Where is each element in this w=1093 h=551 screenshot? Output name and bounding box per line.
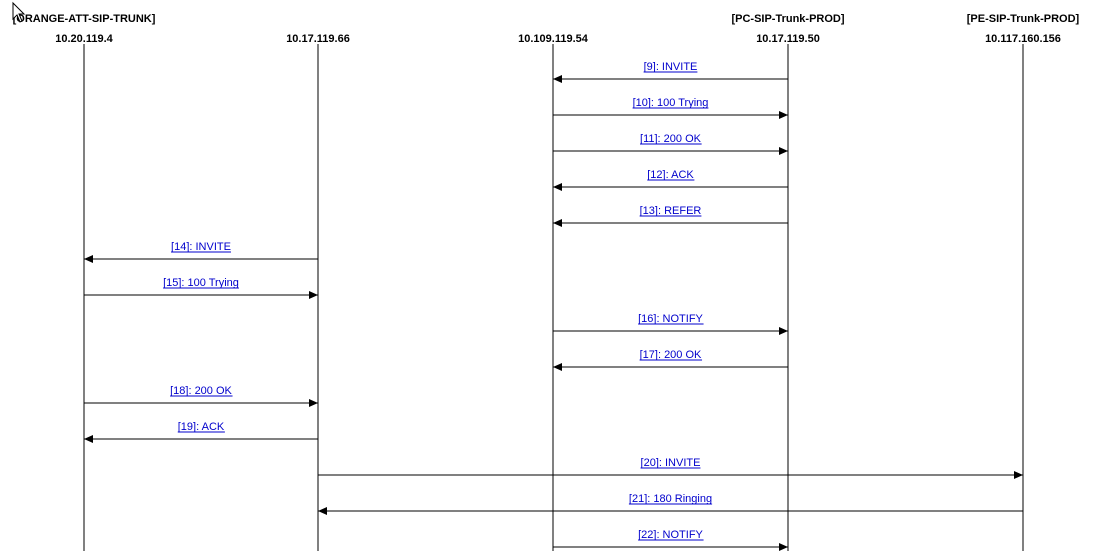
arrowhead-icon <box>553 183 562 191</box>
arrowhead-icon <box>553 219 562 227</box>
message-label-link[interactable]: [18]: 200 OK <box>170 385 232 397</box>
mouse-pointer-icon <box>12 1 26 23</box>
message-arrow: [15]: 100 Trying <box>84 277 318 299</box>
entity-ip: 10.20.119.4 <box>55 33 113 45</box>
entity-ip: 10.17.119.66 <box>286 33 350 45</box>
message-arrow: [22]: NOTIFY <box>553 529 788 551</box>
message-arrow: [21]: 180 Ringing <box>318 493 1023 515</box>
message-label-link[interactable]: [22]: NOTIFY <box>638 529 703 541</box>
arrowhead-icon <box>779 327 788 335</box>
message-arrow: [11]: 200 OK <box>553 133 788 155</box>
arrowhead-icon <box>553 363 562 371</box>
message-label-link[interactable]: [11]: 200 OK <box>640 133 702 145</box>
entity-ip: 10.117.160.156 <box>985 33 1061 45</box>
message-arrow: [17]: 200 OK <box>553 349 788 371</box>
message-arrow: [14]: INVITE <box>84 241 318 263</box>
arrowhead-icon <box>779 111 788 119</box>
arrowhead-icon <box>1014 471 1023 479</box>
message-label-link[interactable]: [21]: 180 Ringing <box>629 493 712 505</box>
message-arrow: [9]: INVITE <box>553 61 788 83</box>
arrowhead-icon <box>779 543 788 551</box>
message-label-link[interactable]: [12]: ACK <box>647 169 694 181</box>
arrowhead-icon <box>318 507 327 515</box>
message-label-link[interactable]: [19]: ACK <box>178 421 225 433</box>
message-arrow: [18]: 200 OK <box>84 385 318 407</box>
message-label-link[interactable]: [16]: NOTIFY <box>638 313 703 325</box>
message-label-link[interactable]: [9]: INVITE <box>644 61 698 73</box>
message-label-link[interactable]: [14]: INVITE <box>171 241 231 253</box>
arrowhead-icon <box>309 399 318 407</box>
arrowhead-icon <box>309 291 318 299</box>
message-arrow: [20]: INVITE <box>318 457 1023 479</box>
message-arrow: [16]: NOTIFY <box>553 313 788 335</box>
arrowhead-icon <box>84 255 93 263</box>
message-arrow: [10]: 100 Trying <box>553 97 788 119</box>
message-label-link[interactable]: [17]: 200 OK <box>640 349 702 361</box>
entity-ip: 10.17.119.50 <box>756 33 820 45</box>
message-label-link[interactable]: [10]: 100 Trying <box>633 97 709 109</box>
message-label-link[interactable]: [13]: REFER <box>640 205 702 217</box>
arrowhead-icon <box>779 147 788 155</box>
entity-ip: 10.109.119.54 <box>518 33 589 45</box>
message-arrow: [19]: ACK <box>84 421 318 443</box>
message-label-link[interactable]: [20]: INVITE <box>641 457 701 469</box>
messages-group: [9]: INVITE [10]: 100 Trying [11]: 200 OK [… <box>84 61 1023 551</box>
message-arrow: [13]: REFER <box>553 205 788 227</box>
message-label-link[interactable]: [15]: 100 Trying <box>163 277 239 289</box>
entities-group: [ORANGE-ATT-SIP-TRUNK] 10.20.119.4 10.17.1… <box>13 13 1080 45</box>
lifelines-group <box>83 44 1024 551</box>
message-arrow: [12]: ACK <box>553 169 788 191</box>
entity-name: [PE-SIP-Trunk-PROD] <box>967 13 1080 25</box>
arrowhead-icon <box>84 435 93 443</box>
entity-name: [ORANGE-ATT-SIP-TRUNK] <box>13 13 156 25</box>
entity-name: [PC-SIP-Trunk-PROD] <box>731 13 844 25</box>
arrowhead-icon <box>553 75 562 83</box>
